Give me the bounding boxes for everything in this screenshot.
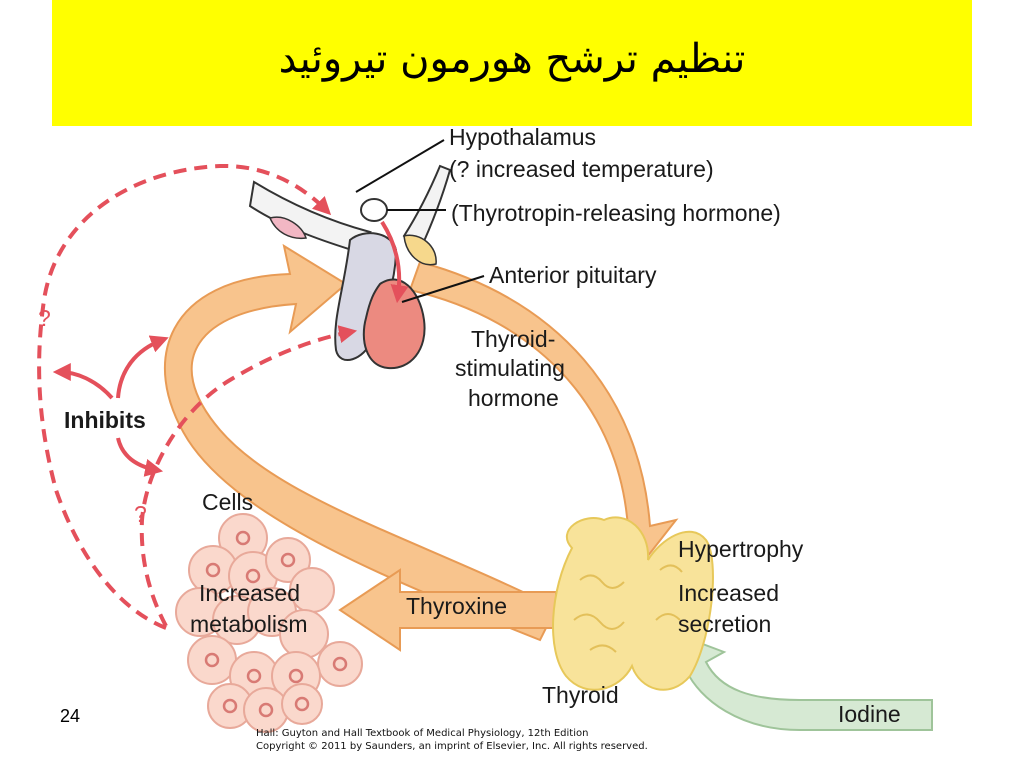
credit-text: Hall: Guyton and Hall Textbook of Medica… [256, 727, 648, 753]
tsh-label-line3: hormone [468, 385, 559, 411]
hypothalamus-label: Hypothalamus [449, 124, 596, 150]
trh-arrow [380, 220, 409, 304]
thyroxine-arrow [338, 568, 557, 652]
cells-cluster [175, 513, 363, 733]
credit-line-1: Hall: Guyton and Hall Textbook of Medica… [256, 728, 589, 739]
trh-label: (Thyrotropin-releasing hormone) [451, 200, 781, 226]
dashed-feedback-inner [139, 325, 358, 627]
tsh-arrow [408, 260, 679, 568]
anterior-pituitary-label: Anterior pituitary [489, 262, 657, 288]
thyroid-gland [552, 516, 714, 691]
question-mark-top: ? [38, 305, 51, 331]
title-bar: تنظيم ترشح هورمون تيروئيد [52, 0, 972, 126]
tsh-label-line1: Thyroid- [471, 326, 555, 352]
thyroxine-label: Thyroxine [406, 593, 507, 619]
anterior-pituitary-lobe [362, 278, 426, 370]
hypertrophy-label: Hypertrophy [678, 536, 804, 562]
increased-metabolism-line2: metabolism [190, 611, 308, 637]
cell-nuclei [204, 530, 348, 718]
slide-title: تنظيم ترشح هورمون تيروئيد [278, 36, 746, 82]
anterior-pituitary-leader [401, 275, 485, 303]
thyroid-label: Thyroid [542, 682, 619, 708]
question-mark-bottom: ? [134, 501, 147, 527]
hypothalamus-leader [355, 139, 445, 193]
increased-secretion-line1: Increased [678, 580, 779, 606]
increased-temperature-label: (? increased temperature) [449, 156, 714, 182]
inhibits-arrow-down [116, 437, 164, 477]
page-number: 24 [60, 706, 81, 726]
iodine-label: Iodine [838, 701, 901, 727]
trh-neuron [360, 198, 388, 222]
increased-metabolism-line1: Increased [199, 580, 300, 606]
cells-label: Cells [202, 489, 253, 515]
inhibits-arrow-up [116, 335, 169, 399]
tsh-label-line2: stimulating [455, 355, 565, 381]
dashed-feedback-outer [37, 163, 332, 630]
credit-line-2: Copyright © 2011 by Saunders, an imprint… [256, 741, 648, 752]
inhibits-arrow-left [52, 363, 114, 400]
increased-secretion-line2: secretion [678, 611, 771, 637]
inhibits-label: Inhibits [64, 407, 146, 433]
